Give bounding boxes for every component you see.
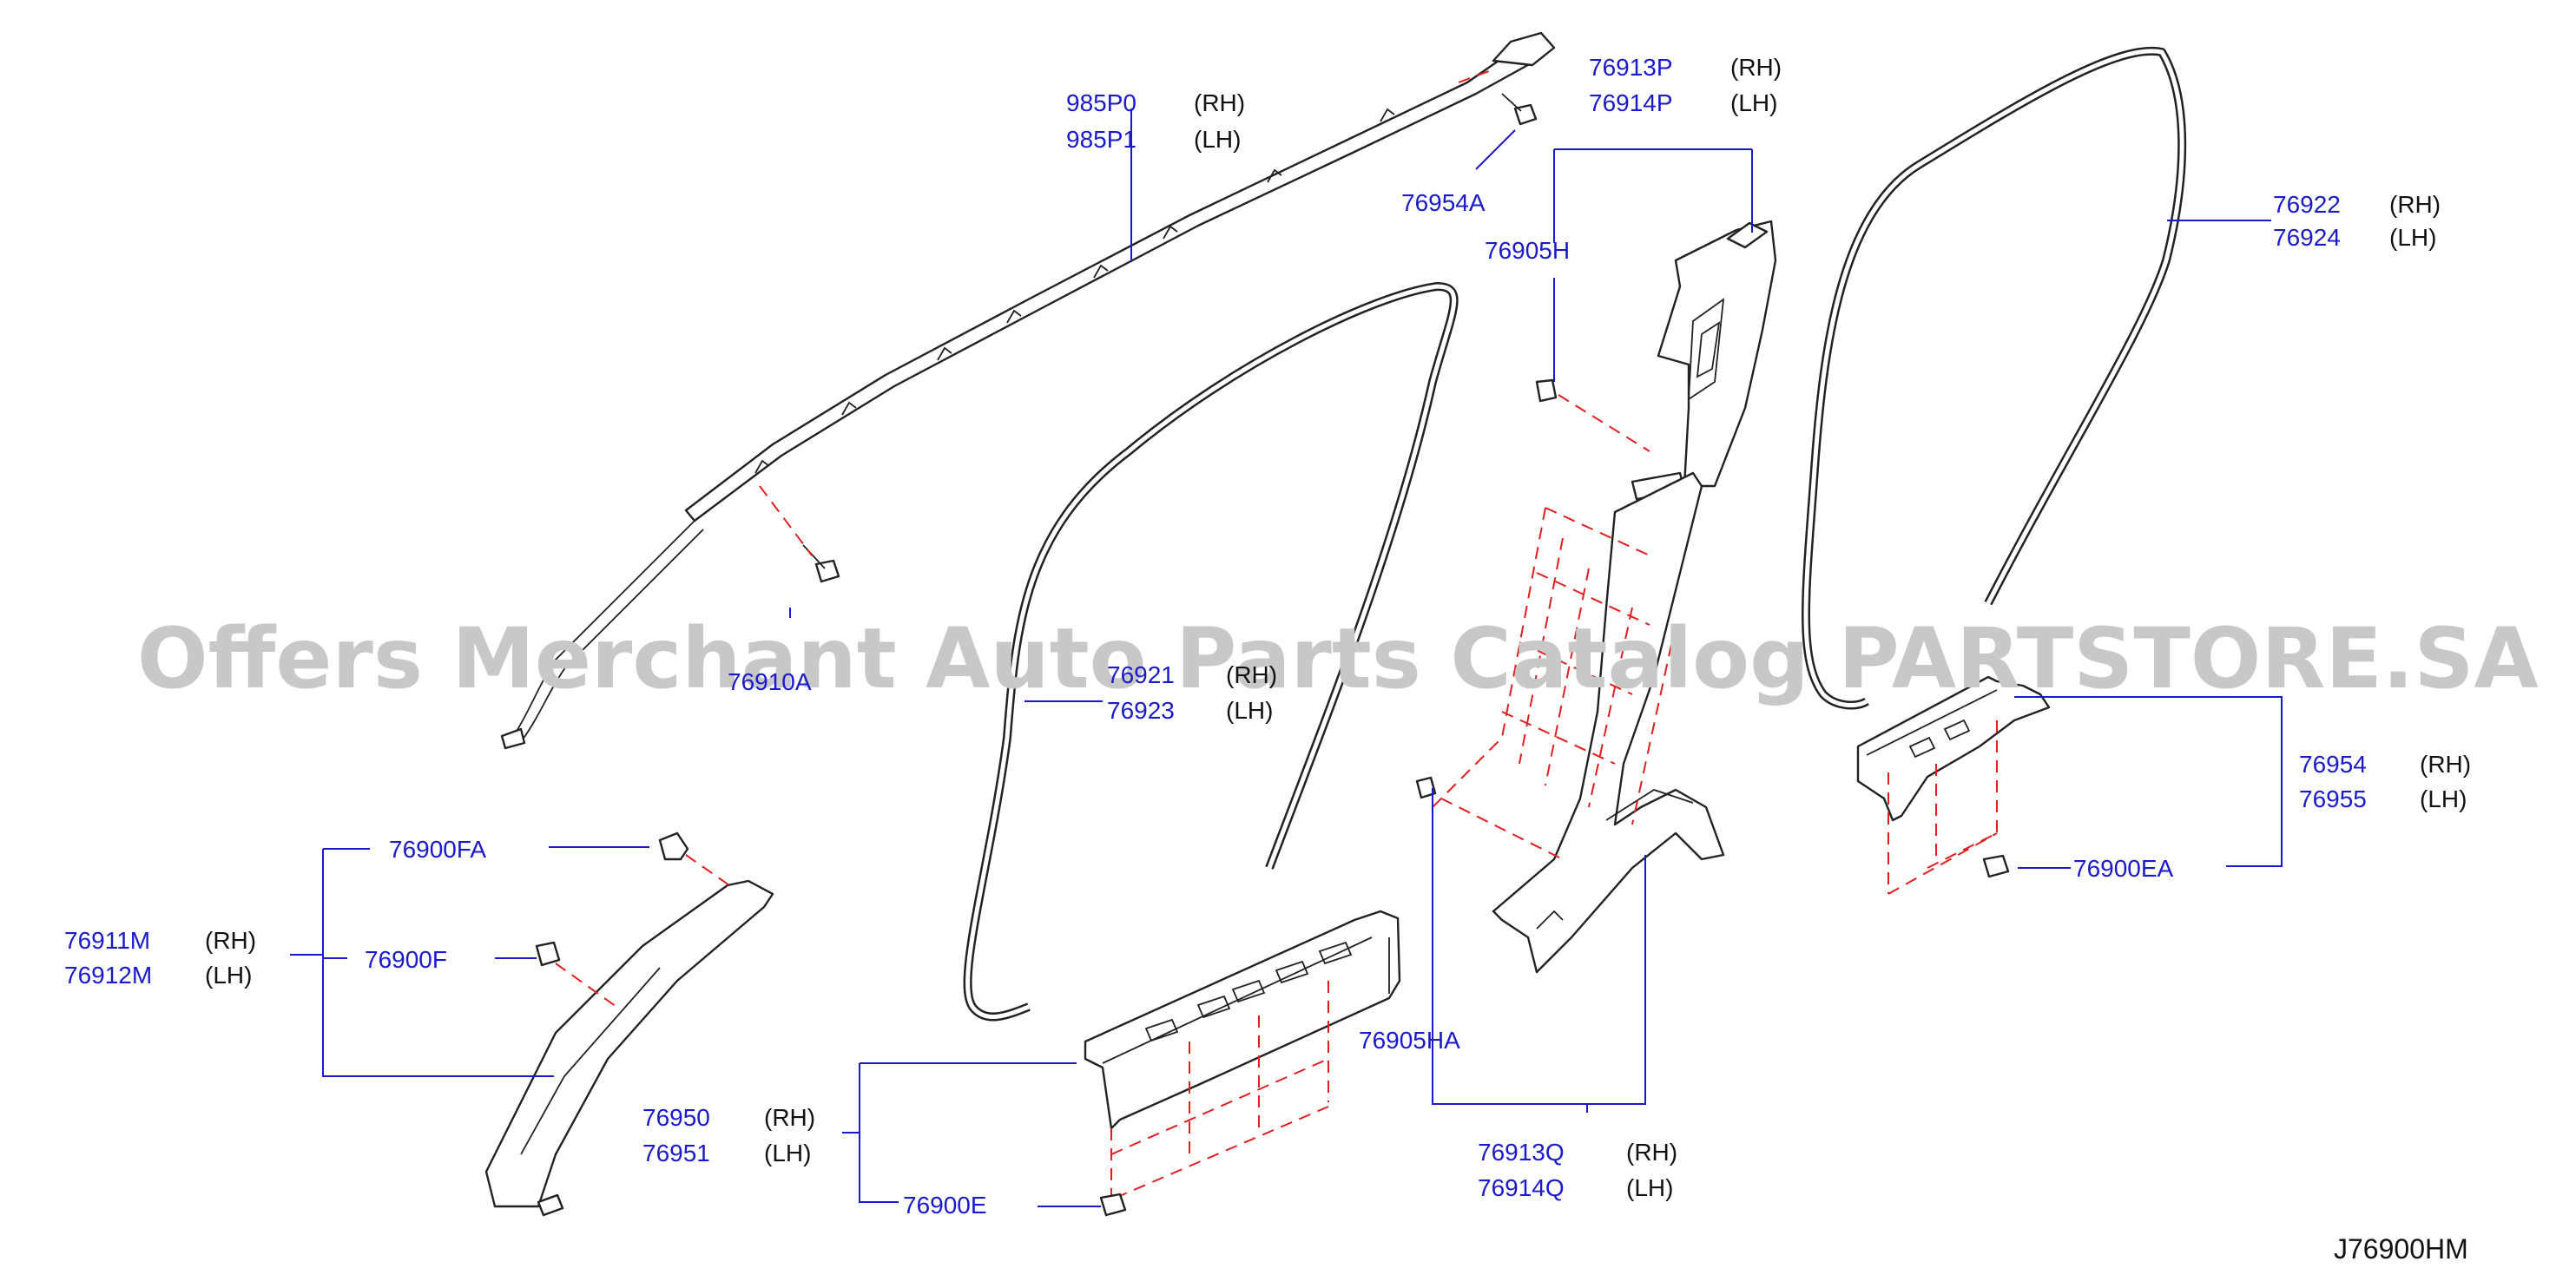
- label-76914q[interactable]: 76914Q: [1478, 1174, 1565, 1201]
- label-76905ha[interactable]: 76905HA: [1359, 1027, 1460, 1054]
- airbag-bolt-lower-drawing: [759, 485, 840, 583]
- label-985p1-side: (LH): [1194, 126, 1241, 153]
- label-76921[interactable]: 76921: [1107, 661, 1175, 688]
- label-76921-side: (RH): [1226, 661, 1277, 688]
- leader-lines: [290, 108, 2283, 1207]
- pillar-clip-lower-drawing: [1415, 776, 1564, 860]
- part-labels: 985P0 (RH) 985P1 (LH) 76954A 76913P (RH)…: [64, 54, 2471, 1265]
- watermark-text: Offers Merchant Auto Parts Catalog PARTS…: [137, 610, 2539, 707]
- curtain-airbag-drawing: [500, 31, 1556, 750]
- label-76913p-side: (RH): [1730, 54, 1782, 81]
- label-985p0-side: (RH): [1194, 89, 1245, 116]
- label-76914p-side: (LH): [1730, 89, 1777, 116]
- label-76950[interactable]: 76950: [642, 1104, 710, 1131]
- label-76912m[interactable]: 76912M: [64, 962, 152, 989]
- label-76955-side: (LH): [2420, 785, 2467, 812]
- label-76900e[interactable]: 76900E: [903, 1192, 987, 1219]
- label-76900f[interactable]: 76900F: [365, 946, 447, 973]
- label-76924[interactable]: 76924: [2273, 224, 2341, 251]
- label-76923[interactable]: 76923: [1107, 697, 1175, 724]
- label-985p0[interactable]: 985P0: [1066, 89, 1136, 116]
- label-76912m-side: (LH): [205, 962, 252, 989]
- label-76913p[interactable]: 76913P: [1589, 54, 1673, 81]
- label-76951[interactable]: 76951: [642, 1140, 710, 1166]
- front-garnish-clip-mid-drawing: [535, 941, 617, 1008]
- front-garnish-clip-top-drawing: [658, 831, 730, 886]
- airbag-bolt-upper-drawing: [1501, 93, 1538, 126]
- label-76913q-side: (RH): [1626, 1139, 1677, 1166]
- label-76910a[interactable]: 76910A: [728, 668, 812, 695]
- rear-weatherstrip-drawing: [1802, 46, 2187, 710]
- label-76954-side: (RH): [2420, 751, 2471, 778]
- label-76913q[interactable]: 76913Q: [1478, 1139, 1565, 1166]
- label-76950-side: (RH): [764, 1104, 815, 1131]
- label-76954[interactable]: 76954: [2299, 751, 2367, 778]
- front-pillar-garnish-drawing: [484, 879, 774, 1217]
- drawing-code: J76900HM: [2334, 1233, 2468, 1265]
- label-985p1[interactable]: 985P1: [1066, 126, 1136, 153]
- lower-garnish-dash-grid: [1432, 507, 1677, 825]
- label-76924-side: (LH): [2389, 224, 2436, 251]
- label-76911m[interactable]: 76911M: [64, 927, 150, 954]
- label-76922[interactable]: 76922: [2273, 191, 2341, 218]
- rear-kicking-plate-drawing: [1856, 675, 2051, 895]
- rear-kicking-clip-drawing: [1982, 854, 2010, 878]
- label-76922-side: (RH): [2389, 191, 2441, 218]
- front-weatherstrip-drawing: [963, 282, 1459, 1022]
- label-76914q-side: (LH): [1626, 1174, 1673, 1201]
- pillar-clip-upper-drawing: [1535, 378, 1650, 452]
- label-76923-side: (LH): [1226, 697, 1273, 724]
- label-76900fa[interactable]: 76900FA: [389, 836, 486, 863]
- front-kicking-plate-drawing: [1084, 910, 1401, 1199]
- front-kicking-clip-drawing: [1099, 1193, 1127, 1217]
- label-76955[interactable]: 76955: [2299, 785, 2367, 812]
- label-76900ea[interactable]: 76900EA: [2073, 855, 2174, 882]
- label-76954a[interactable]: 76954A: [1401, 189, 1486, 216]
- lower-pillar-garnish-drawing: [1492, 471, 1725, 974]
- label-76905h[interactable]: 76905H: [1485, 237, 1570, 264]
- upper-pillar-garnish-drawing: [1631, 220, 1777, 501]
- label-76951-side: (LH): [764, 1140, 811, 1166]
- label-76911m-side: (RH): [205, 927, 256, 954]
- label-76914p[interactable]: 76914P: [1589, 89, 1673, 116]
